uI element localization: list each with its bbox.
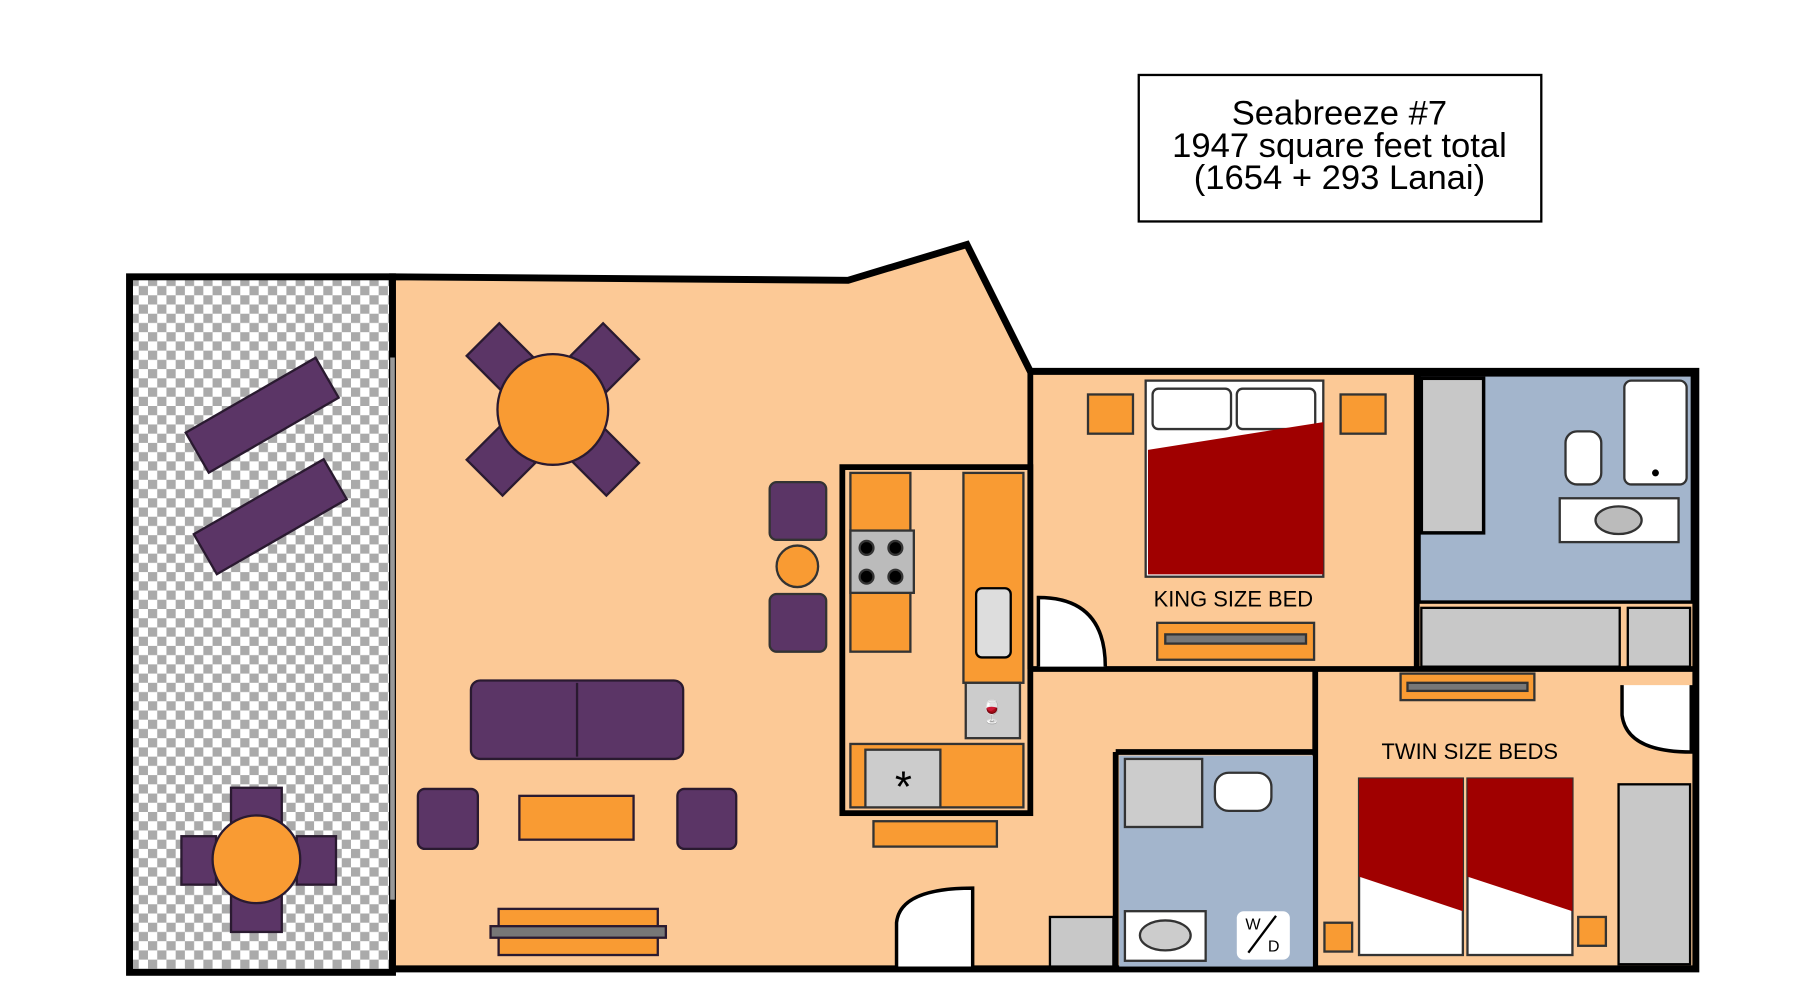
dining-table (465, 321, 641, 498)
bar-stool (768, 480, 828, 541)
storage (1048, 915, 1115, 968)
nightstand (1577, 915, 1608, 947)
lounge-chairs (184, 356, 349, 576)
title-box: Seabreeze #7 1947 square feet total (165… (1137, 73, 1543, 223)
dryer-label: D (1268, 938, 1280, 956)
bar-stool (768, 592, 828, 653)
washer-dryer-icon (1236, 911, 1290, 960)
closet (1626, 606, 1692, 668)
master-closet (1419, 376, 1486, 535)
bathtub-icon (1623, 379, 1688, 486)
king-bed-label: KING SIZE BED (1154, 587, 1313, 612)
svg-text:🍷: 🍷 (978, 699, 1007, 726)
lanai-table (180, 786, 338, 934)
shower-icon (1123, 757, 1204, 829)
king-bedroom (1086, 379, 1387, 661)
nightstand (1339, 393, 1387, 435)
armchair (676, 787, 738, 851)
bedroom-door (1620, 685, 1693, 754)
living-room-furniture (416, 679, 738, 957)
interior-walls (1027, 371, 1696, 969)
title-area: 1947 square feet total (1172, 127, 1507, 165)
toilet-icon (1213, 771, 1273, 812)
kitchen-outline (839, 464, 1034, 817)
title-name: Seabreeze #7 (1232, 95, 1447, 133)
dishwasher-icon (864, 748, 942, 809)
stove-icon (849, 529, 915, 595)
nightstand (1323, 921, 1354, 953)
closet (1420, 606, 1621, 668)
entry-door (894, 886, 975, 967)
svg-text:*: * (895, 763, 912, 812)
closet-door (1036, 595, 1108, 667)
armchair (416, 787, 480, 851)
washer-label: W (1245, 916, 1261, 934)
coffee-table (518, 794, 635, 841)
bar-table (775, 544, 820, 589)
toilet-icon (1564, 430, 1603, 486)
twin-beds-label: TWIN SIZE BEDS (1382, 739, 1558, 764)
kitchen-sink-icon (974, 587, 1012, 659)
wine-fridge-icon (964, 681, 1022, 740)
title-breakdown: (1654 + 293 Lanai) (1194, 159, 1485, 197)
kitchen: 🍷 * (768, 471, 1025, 848)
twin-bedroom (1323, 672, 1692, 966)
nightstand (1086, 393, 1135, 435)
closet (1617, 783, 1692, 966)
